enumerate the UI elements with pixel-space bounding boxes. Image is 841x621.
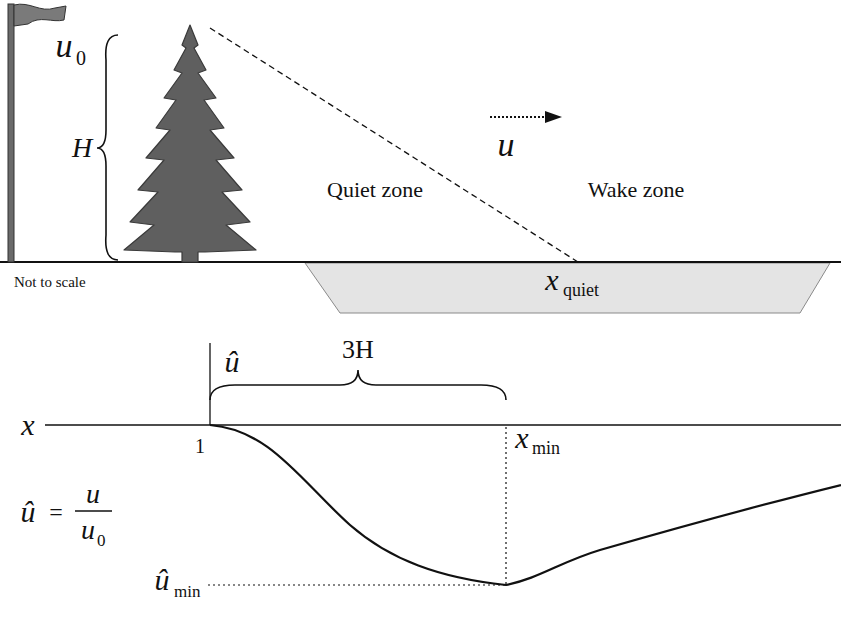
formula-symbol: û (21, 497, 36, 527)
tree (124, 25, 256, 262)
windsock (14, 4, 66, 26)
u-axis (209, 343, 210, 425)
subscript: min (532, 439, 560, 457)
subscript: 0 (97, 532, 106, 549)
note: Not to scale (14, 275, 86, 290)
wind-symbol: u (56, 29, 73, 63)
zone-label: Quiet zone (327, 179, 423, 201)
dimension-label: 3H (342, 337, 374, 363)
pole (8, 4, 14, 262)
wind-symbol: u (498, 128, 515, 162)
fraction-bar (75, 510, 112, 511)
axis-label: x (21, 410, 34, 440)
subscript: 0 (76, 48, 86, 68)
lake-trapezoid (305, 263, 830, 313)
ground-line (0, 261, 841, 263)
axis-label: û (225, 347, 240, 377)
distance-symbol: x (545, 265, 558, 295)
speed-symbol: û (155, 565, 170, 595)
quiet-boundary-line (210, 28, 578, 262)
formula-operator: = (49, 500, 63, 524)
formula-symbol: u (86, 480, 100, 508)
wind-arrow-shaft (490, 116, 546, 118)
height-brace (97, 35, 118, 260)
wind-arrowhead (545, 111, 562, 123)
distance-symbol: x (515, 423, 528, 453)
tick-label: 1 (195, 436, 205, 456)
height-symbol: H (72, 134, 92, 162)
distance-brace (210, 370, 506, 400)
subscript: min (174, 583, 200, 600)
x-axis (45, 424, 841, 425)
zone-label: Wake zone (588, 179, 685, 201)
subscript: quiet (563, 281, 599, 299)
formula-symbol: u (81, 516, 95, 544)
xmin-guide (505, 427, 506, 585)
umin-guide (208, 584, 506, 585)
